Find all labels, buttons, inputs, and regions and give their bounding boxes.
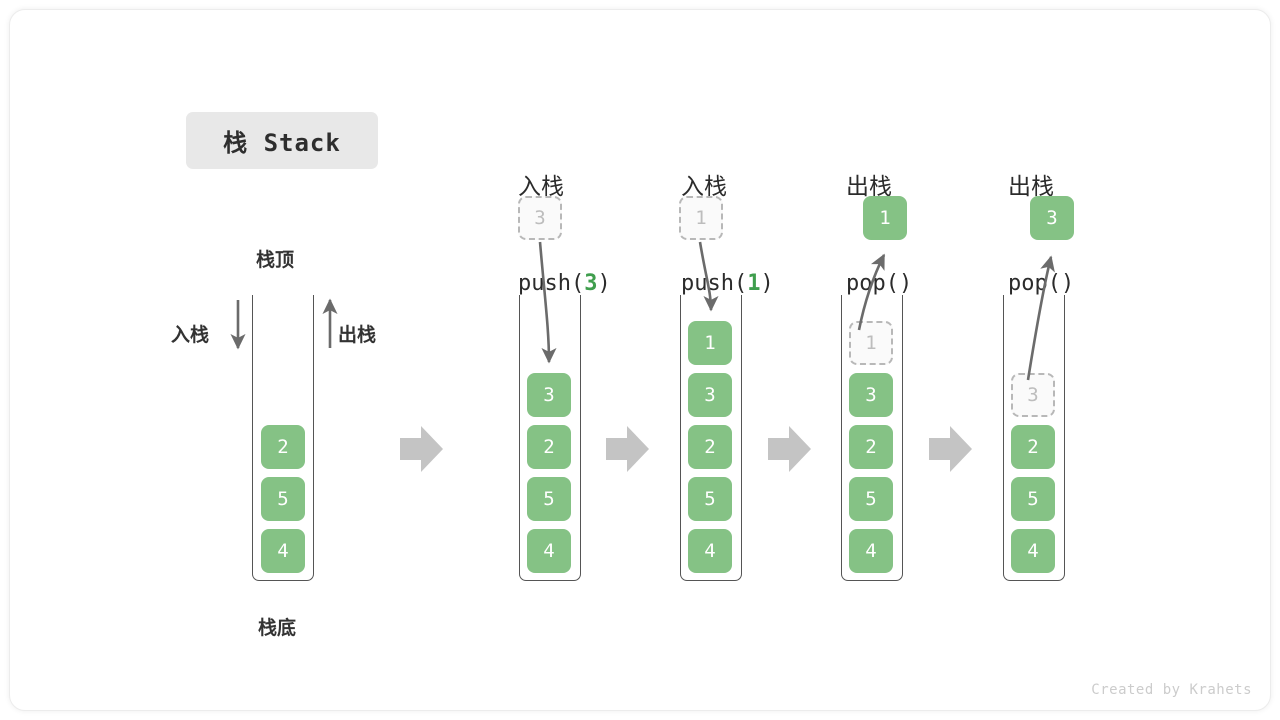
ghost-cell-push-3: 3 [518, 196, 562, 240]
header-cn-pop-2: 出栈 [1008, 173, 1054, 200]
code-pre: pop( [1008, 270, 1061, 296]
column-header-push-1: 入栈 push(1) [681, 107, 881, 364]
label-pop-side: 出栈 [338, 324, 377, 346]
stack-tube-push-1 [680, 295, 742, 581]
ghost-cell-push-1: 1 [679, 196, 723, 240]
stack-cell: 5 [261, 477, 305, 521]
ghost-cell-pop-2: 3 [1011, 373, 1055, 417]
code-post: ) [760, 270, 774, 296]
header-cn-push-3: 入栈 [518, 173, 564, 200]
stack-cell: 4 [527, 529, 571, 573]
header-code-push-3: push(3) [518, 268, 718, 300]
ghost-cell-pop-1: 1 [849, 321, 893, 365]
code-pre: push( [518, 270, 585, 296]
code-arg: 1 [747, 270, 761, 296]
code-pre: push( [681, 270, 748, 296]
stack-cell: 2 [688, 425, 732, 469]
header-code-push-1: push(1) [681, 268, 881, 300]
stack-cell: 1 [688, 321, 732, 365]
stack-cell: 5 [849, 477, 893, 521]
stack-title-chip: 栈 Stack [186, 112, 378, 169]
stack-cell: 2 [527, 425, 571, 469]
watermark: Created by Krahets [1091, 682, 1252, 698]
stack-cell: 4 [1011, 529, 1055, 573]
stack-cell: 3 [849, 373, 893, 417]
label-push-side: 入栈 [171, 324, 210, 346]
column-header-pop-1: 出栈 pop() [846, 107, 1046, 364]
code-pre: pop( [846, 270, 899, 296]
stack-tube-push-3 [519, 295, 581, 581]
stack-cell: 2 [261, 425, 305, 469]
label-stack-top: 栈顶 [256, 249, 295, 271]
stack-tube-initial [252, 295, 314, 581]
stack-tube-pop-1 [841, 295, 903, 581]
stack-cell: 3 [527, 373, 571, 417]
stack-cell: 4 [261, 529, 305, 573]
code-post: ) [898, 270, 913, 296]
header-cn-push-1: 入栈 [681, 173, 727, 200]
column-header-push-3: 入栈 push(3) [518, 107, 718, 364]
code-arg: 3 [584, 270, 598, 296]
popped-cell-3: 3 [1030, 196, 1074, 240]
stack-cell: 3 [688, 373, 732, 417]
stack-cell: 2 [1011, 425, 1055, 469]
stack-cell: 4 [849, 529, 893, 573]
label-stack-bottom: 栈底 [258, 617, 297, 639]
header-cn-pop-1: 出栈 [846, 173, 892, 200]
stack-cell: 5 [527, 477, 571, 521]
code-post: ) [597, 270, 611, 296]
stack-cell: 5 [688, 477, 732, 521]
stack-cell: 4 [688, 529, 732, 573]
code-post: ) [1060, 270, 1075, 296]
stack-cell: 5 [1011, 477, 1055, 521]
popped-cell-1: 1 [863, 196, 907, 240]
stack-tube-pop-2 [1003, 295, 1065, 581]
stack-cell: 2 [849, 425, 893, 469]
